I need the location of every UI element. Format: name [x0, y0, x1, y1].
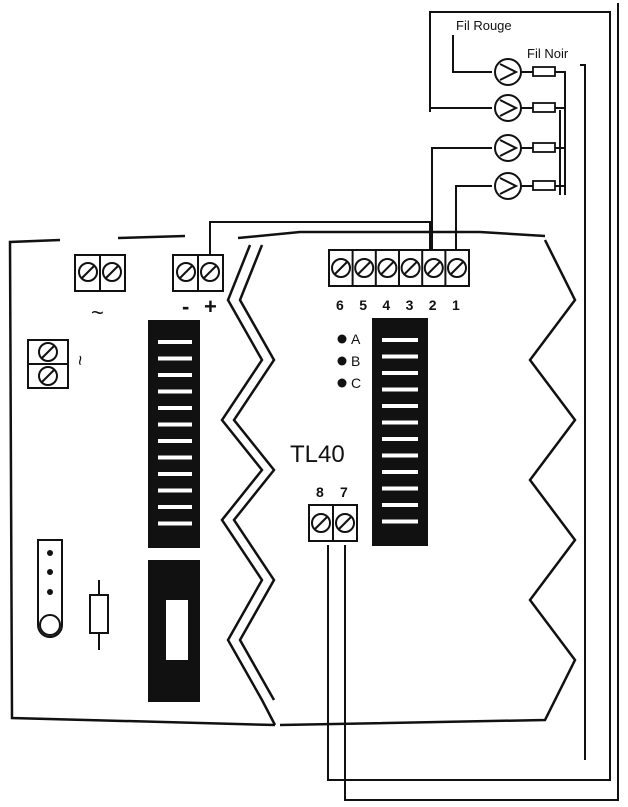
lamp-icon — [494, 172, 522, 200]
indicator-leds: ABC — [337, 331, 361, 391]
screw-icon — [78, 262, 98, 282]
dip-slot — [158, 406, 192, 410]
screw-icon — [354, 258, 375, 278]
terminal-number: 8 — [316, 484, 324, 500]
indicator-dot-icon — [337, 334, 347, 344]
terminal-number: 1 — [452, 297, 460, 313]
terminal-number: 4 — [382, 297, 390, 313]
dc-plus-label: + — [204, 294, 217, 319]
screw-icon — [447, 258, 467, 278]
lamp-icon — [494, 134, 522, 162]
wire-label-red: Fil Rouge — [456, 18, 512, 33]
lamp-icon — [494, 94, 522, 122]
screw-icon — [423, 258, 444, 278]
dip-slot — [158, 505, 192, 509]
screw-icon — [400, 258, 421, 278]
dip-slot — [382, 387, 418, 392]
lamp-array — [430, 35, 566, 250]
dip-slot — [158, 521, 192, 526]
terminal-number: 3 — [406, 297, 414, 313]
lower-black-block — [148, 560, 200, 702]
screw-icon — [377, 258, 398, 278]
zigzag-divider-right — [279, 239, 577, 727]
terminal-number: 6 — [336, 297, 344, 313]
resistor-icon — [532, 180, 556, 191]
terminal-number: 7 — [340, 484, 348, 500]
dip-slot — [382, 371, 418, 375]
dip-slot — [382, 453, 418, 458]
dip-slot — [382, 519, 418, 524]
resistor-icon — [532, 142, 556, 153]
screw-icon — [311, 513, 331, 533]
screw-icon — [176, 262, 196, 282]
dip-slots — [158, 340, 192, 526]
indicator-label: A — [351, 331, 361, 347]
screw-icon — [38, 342, 58, 362]
indicator-dot-icon — [337, 356, 347, 366]
dip-slot — [158, 422, 192, 427]
top-terminal-block — [328, 249, 470, 287]
lower-terminal-block — [308, 504, 358, 542]
board-outline — [8, 230, 546, 727]
screw-icon — [335, 513, 355, 533]
dip-slot — [382, 354, 418, 359]
indicator-dot-icon — [337, 378, 347, 388]
left-dip-block — [148, 320, 200, 548]
dip-slot — [158, 439, 192, 443]
outer-wiring — [327, 3, 619, 801]
dip-slot — [382, 338, 418, 342]
dip-slot — [382, 404, 418, 408]
terminal-number: 5 — [359, 297, 367, 313]
dip-slot — [382, 486, 418, 491]
zigzag-divider-left — [220, 244, 277, 726]
ac-symbol-label: ~ — [91, 300, 104, 325]
dc-minus-label: - — [182, 294, 189, 319]
resistor-icon — [532, 102, 556, 113]
dip-slots — [382, 338, 418, 524]
indicator-label: B — [351, 353, 360, 369]
side-terminal-block — [27, 339, 69, 389]
dip-slot — [382, 503, 418, 507]
dip-slot — [158, 488, 192, 493]
dip-slot — [158, 356, 192, 361]
wire-label-black: Fil Noir — [527, 46, 569, 61]
right-dip-block — [372, 318, 428, 546]
led-strip-component — [37, 539, 63, 638]
model-label: TL40 — [290, 441, 345, 468]
dip-slot — [382, 420, 418, 425]
lamp-icon — [494, 58, 522, 86]
resistor-icon — [532, 66, 556, 77]
dip-slot — [382, 437, 418, 441]
side-symbol-label: ~ — [70, 355, 90, 366]
terminal-number: 2 — [429, 297, 437, 313]
dip-slot — [382, 470, 418, 474]
ac-terminal-block — [74, 254, 126, 292]
dc-terminal-block — [172, 254, 224, 292]
screw-icon — [38, 366, 58, 386]
screw-icon — [200, 262, 220, 282]
screw-icon — [102, 262, 122, 282]
dip-slot — [158, 472, 192, 476]
dip-slot — [158, 340, 192, 344]
dip-slot — [158, 373, 192, 377]
indicator-label: C — [351, 375, 361, 391]
dip-slot — [158, 389, 192, 394]
screw-icon — [331, 258, 351, 278]
dip-slot — [158, 455, 192, 460]
resistor-component — [89, 580, 109, 650]
